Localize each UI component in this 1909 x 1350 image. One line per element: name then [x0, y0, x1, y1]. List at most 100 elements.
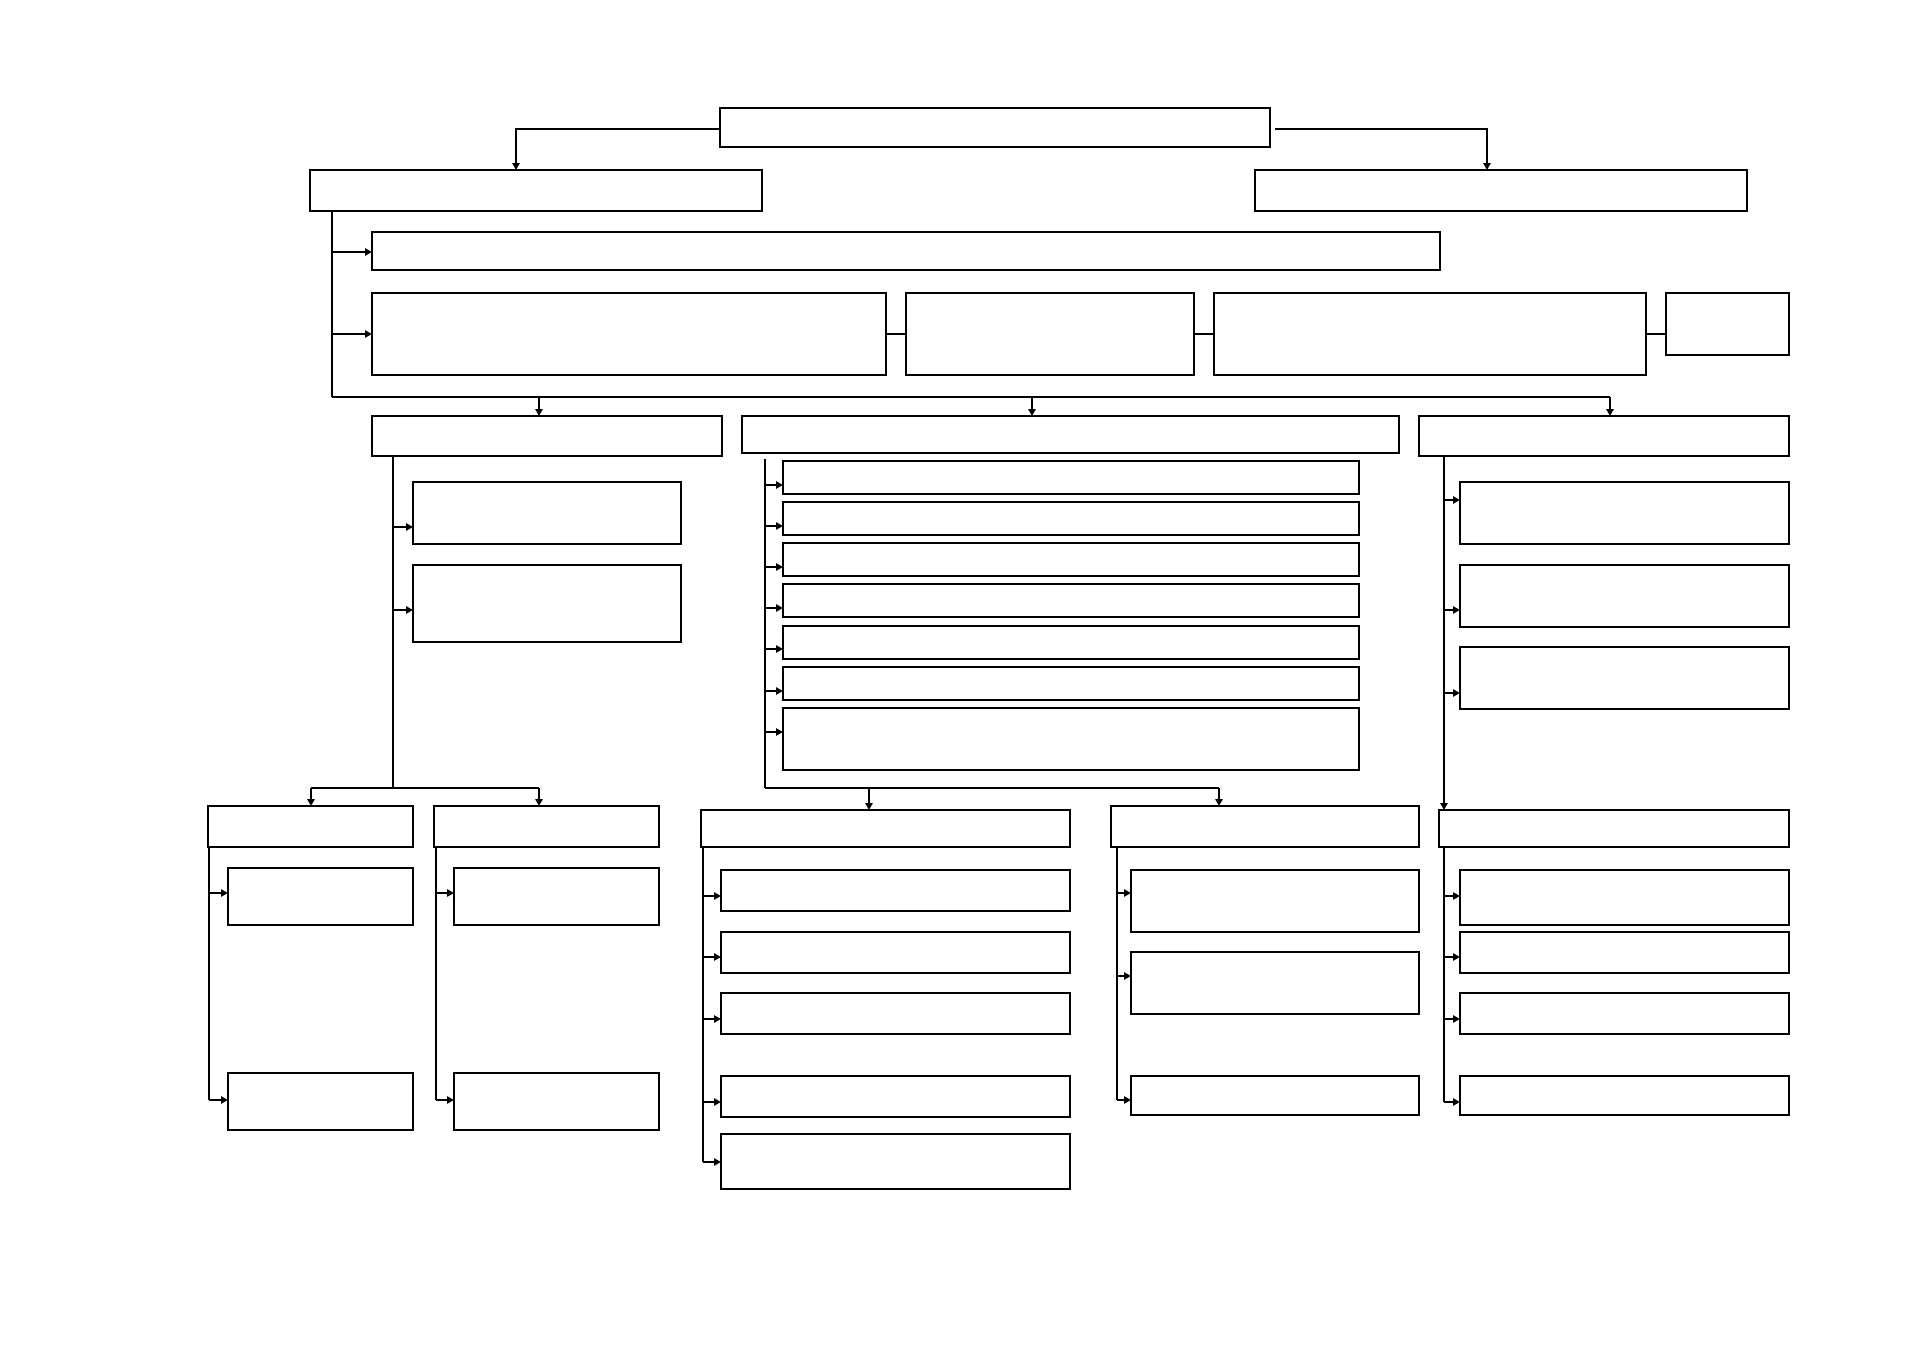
box-col-middle [741, 415, 1400, 454]
arrowhead-17 [776, 728, 783, 736]
box-bottom-1 [207, 805, 414, 848]
box-bottom-2-child-2 [453, 1072, 660, 1131]
box-rect-col-right-child-3 [1459, 646, 1790, 710]
box-rect-col-middle-child-5 [782, 625, 1360, 660]
box-rect-col-left [371, 415, 723, 457]
arrowhead-0 [512, 163, 520, 170]
arrowhead-21 [1453, 496, 1460, 504]
box-rect-bottom-2-child-2 [453, 1072, 660, 1131]
box-bottom-2 [433, 805, 660, 848]
box-bottom-5-child-4 [1459, 1075, 1790, 1116]
box-rect-bottom-3-child-3 [720, 992, 1071, 1035]
arrowhead-16 [776, 687, 783, 695]
arrowhead-37 [1453, 953, 1460, 961]
box-bottom-5-child-2 [1459, 931, 1790, 974]
box-bottom-3 [700, 809, 1071, 848]
arrowhead-33 [1124, 889, 1131, 897]
arrowhead-6 [1606, 409, 1614, 416]
box-bottom-1-child-1 [227, 867, 414, 926]
box-rect-row-b [905, 292, 1195, 376]
arrowhead-23 [1453, 689, 1460, 697]
box-bottom-4-child-2 [1130, 951, 1420, 1015]
box-rect-bottom-3-child-1 [720, 869, 1071, 912]
box-rect-bottom-1 [207, 805, 414, 848]
box-rect-bottom-5-child-2 [1459, 931, 1790, 974]
arrowhead-14 [776, 604, 783, 612]
box-rect-bottom-3-child-5 [720, 1133, 1071, 1190]
box-rect-branch-left [309, 169, 763, 212]
box-bottom-5-child-3 [1459, 992, 1790, 1035]
box-rect-col-middle-child-2 [782, 501, 1360, 536]
box-rect-bottom-5-child-4 [1459, 1075, 1790, 1116]
box-col-middle-child-3 [782, 542, 1360, 577]
arrowhead-7 [406, 523, 413, 531]
arrowhead-28 [714, 892, 721, 900]
arrowhead-4 [535, 409, 543, 416]
arrowhead-38 [1453, 1015, 1460, 1023]
box-rect-col-middle [741, 415, 1400, 454]
arrowhead-32 [714, 1158, 721, 1166]
box-bottom-4-child-3 [1130, 1075, 1420, 1116]
arrowhead-29 [714, 953, 721, 961]
box-bottom-4-child-1 [1130, 869, 1420, 933]
box-rect-bottom-5-child-1 [1459, 869, 1790, 926]
connector-0 [515, 128, 720, 168]
box-bottom-3-child-2 [720, 931, 1071, 974]
box-col-middle-child-1 [782, 460, 1360, 495]
box-rect-row-a [371, 292, 887, 376]
arrowhead-19 [1215, 799, 1223, 806]
arrowhead-12 [776, 522, 783, 530]
arrowhead-34 [1124, 972, 1131, 980]
box-col-left-child-2 [412, 564, 682, 643]
box-rect-bottom-5-child-3 [1459, 992, 1790, 1035]
box-row-d [1665, 292, 1790, 356]
box-col-middle-child-6 [782, 666, 1360, 701]
box-rect-bottom-2-child-1 [453, 867, 660, 926]
box-rect-bottom-4-child-2 [1130, 951, 1420, 1015]
arrowhead-3 [365, 330, 372, 338]
box-col-middle-child-2 [782, 501, 1360, 536]
box-rect-col-middle-child-6 [782, 666, 1360, 701]
box-rect-bottom-3-child-4 [720, 1075, 1071, 1118]
arrowhead-8 [406, 606, 413, 614]
box-col-middle-child-4 [782, 583, 1360, 618]
box-row-a [371, 292, 887, 376]
arrowhead-35 [1124, 1096, 1131, 1104]
box-bottom-5 [1438, 809, 1790, 848]
box-rect-bottom-1-child-2 [227, 1072, 414, 1131]
box-rect-row-c [1213, 292, 1647, 376]
box-rect-bottom-1-child-1 [227, 867, 414, 926]
box-bottom-1-child-2 [227, 1072, 414, 1131]
arrowhead-26 [447, 889, 454, 897]
box-col-right-child-3 [1459, 646, 1790, 710]
box-branch-left [309, 169, 763, 212]
box-rect-branch-right [1254, 169, 1748, 212]
box-rect-bottom-5 [1438, 809, 1790, 848]
box-col-right-child-1 [1459, 481, 1790, 545]
box-col-middle-child-7 [782, 707, 1360, 771]
box-rect-col-left-child-2 [412, 564, 682, 643]
box-rect-bottom-4 [1110, 805, 1420, 848]
box-rect-col-middle-child-1 [782, 460, 1360, 495]
box-bottom-4 [1110, 805, 1420, 848]
arrowhead-27 [447, 1096, 454, 1104]
arrowhead-20 [1440, 803, 1448, 810]
arrowhead-1 [1483, 163, 1491, 170]
box-rect-col-middle-child-3 [782, 542, 1360, 577]
arrowhead-18 [865, 803, 873, 810]
box-col-right [1418, 415, 1790, 457]
arrowhead-5 [1028, 409, 1036, 416]
box-row-b [905, 292, 1195, 376]
box-bottom-3-child-1 [720, 869, 1071, 912]
arrowhead-13 [776, 563, 783, 571]
arrowhead-15 [776, 645, 783, 653]
arrowhead-2 [365, 248, 372, 256]
box-rect-bottom-4-child-3 [1130, 1075, 1420, 1116]
box-rect-col-middle-child-7 [782, 707, 1360, 771]
box-rect-col-left-child-1 [412, 481, 682, 545]
arrowhead-22 [1453, 606, 1460, 614]
diagram-boxes [207, 107, 1790, 1190]
arrowhead-31 [714, 1098, 721, 1106]
box-root [719, 107, 1271, 148]
